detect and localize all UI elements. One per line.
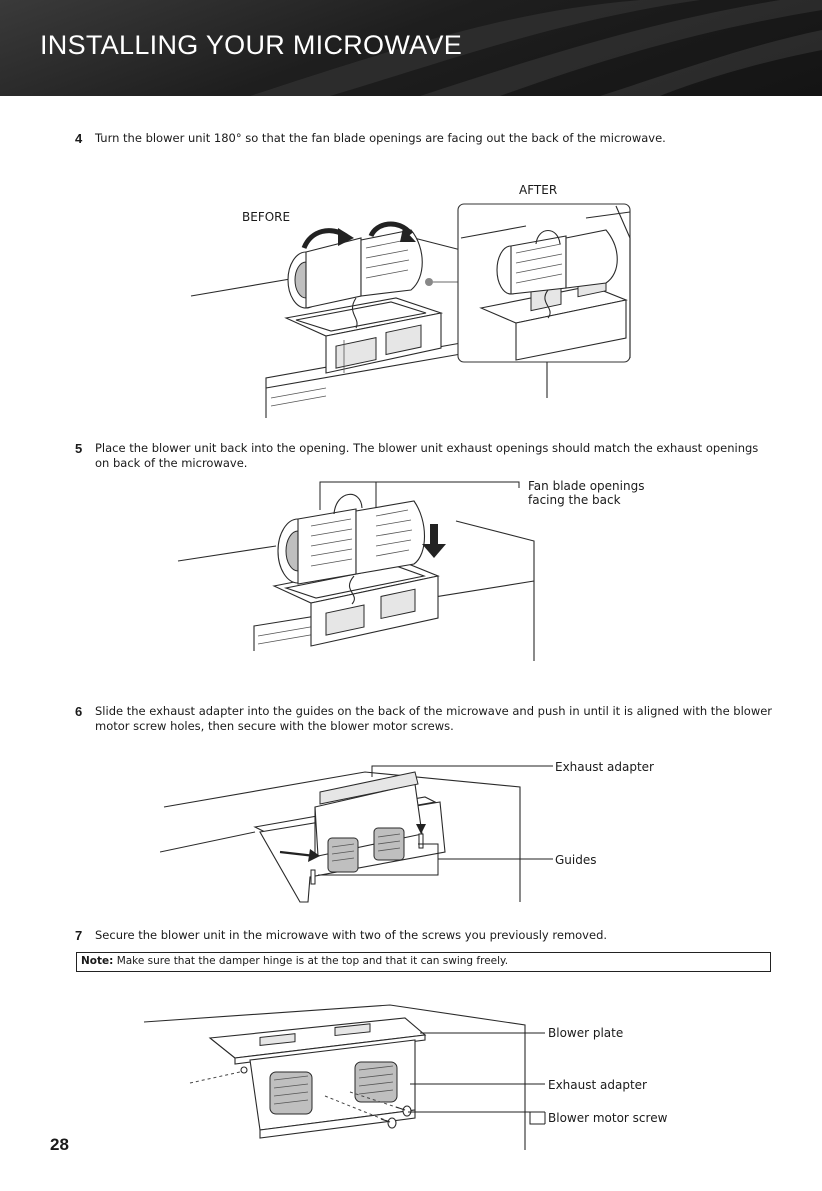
- note-label: Note:: [81, 955, 114, 967]
- page-title: INSTALLING YOUR MICROWAVE: [40, 30, 463, 60]
- blower-motor-screw-callout: Blower motor screw: [548, 1111, 668, 1125]
- step-text: Slide the exhaust adapter into the guide…: [95, 704, 773, 733]
- exhaust-adapter-callout: Exhaust adapter: [555, 760, 654, 774]
- after-label: AFTER: [519, 183, 558, 197]
- figure-blower-rotation: BEFORE AFTER: [186, 178, 646, 418]
- exhaust-adapter-callout: Exhaust adapter: [548, 1078, 647, 1092]
- exhaust-adapter-illustration: [159, 765, 553, 903]
- note-text: Make sure that the damper hinge is at th…: [116, 955, 509, 967]
- header-texture: [250, 0, 822, 96]
- step-number: 4: [75, 131, 83, 146]
- callout-line: Fan blade openings: [528, 479, 645, 493]
- step-number: 7: [75, 928, 83, 943]
- blower-screws-illustration: [143, 1004, 546, 1150]
- figure-exhaust-adapter: Exhaust adapter Guides: [159, 752, 660, 904]
- step-text: Place the blower unit back into the open…: [95, 441, 759, 470]
- callout-line: facing the back: [528, 493, 621, 507]
- guides-callout: Guides: [555, 853, 597, 867]
- figure-blower-screws: Blower plate Exhaust adapter Blower moto…: [140, 1000, 670, 1152]
- step-7: 7 Secure the blower unit in the microwav…: [75, 928, 775, 943]
- step-text: Turn the blower unit 180° so that the fa…: [95, 131, 666, 145]
- step-text: Secure the blower unit in the microwave …: [95, 928, 608, 942]
- step-number: 6: [75, 704, 83, 719]
- page-number: 28: [50, 1135, 69, 1154]
- blower-rotation-illustration: [190, 203, 631, 418]
- step-4: 4 Turn the blower unit 180° so that the …: [75, 131, 775, 146]
- step-6: 6 Slide the exhaust adapter into the gui…: [75, 704, 775, 734]
- figure-blower-placement: Fan blade openings facing the back: [176, 476, 646, 676]
- page-header: INSTALLING YOUR MICROWAVE: [0, 0, 822, 96]
- blower-plate-callout: Blower plate: [548, 1026, 624, 1040]
- note-box: Note: Make sure that the damper hinge is…: [76, 952, 771, 972]
- fan-blade-openings-callout: Fan blade openings facing the back: [528, 479, 644, 507]
- before-label: BEFORE: [242, 210, 291, 224]
- step-5: 5 Place the blower unit back into the op…: [75, 441, 775, 471]
- step-number: 5: [75, 441, 83, 456]
- blower-placement-illustration: [177, 481, 535, 661]
